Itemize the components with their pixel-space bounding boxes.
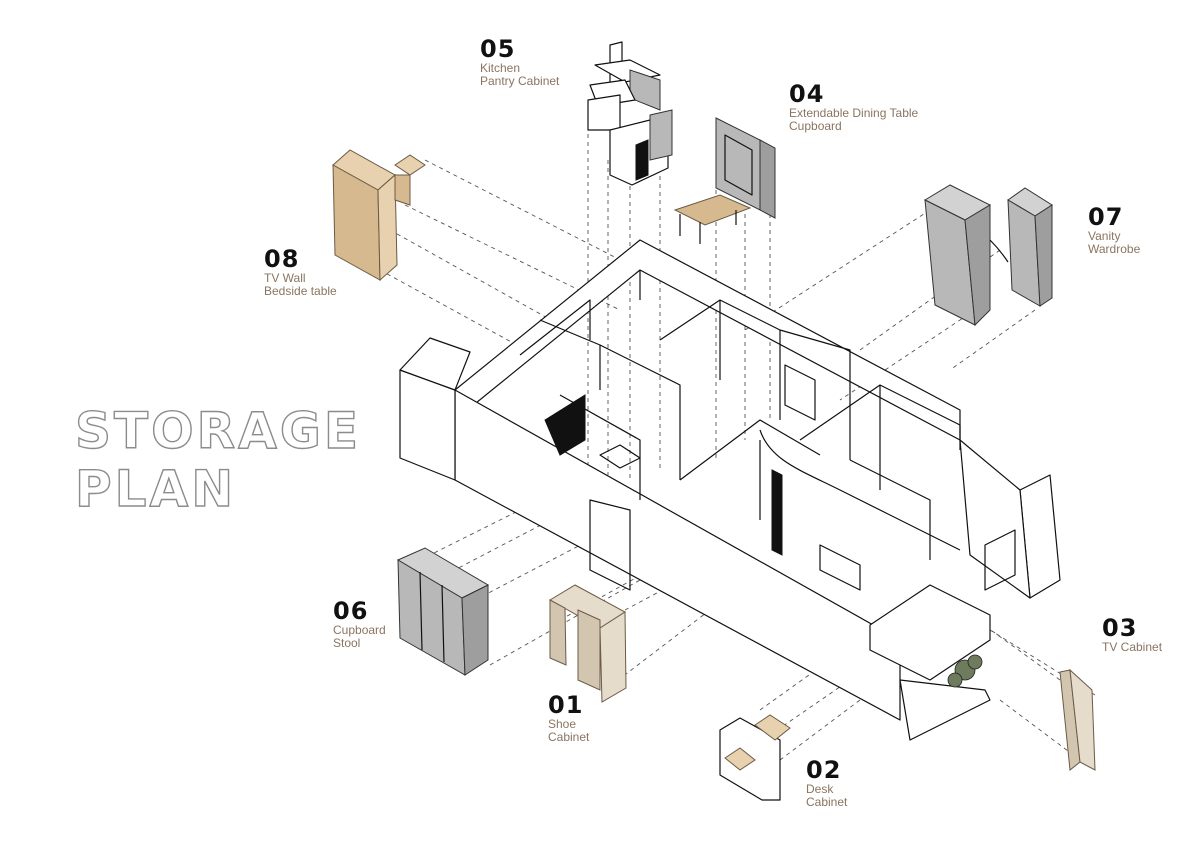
- label-08-tv-wall-bedside-table: 08 TV Wall Bedside table: [264, 246, 337, 298]
- item-number: 04: [789, 80, 825, 108]
- dining-table-cupboard-model: [673, 117, 776, 244]
- item-desc-line: Extendable Dining Table: [789, 106, 919, 120]
- item-number: 06: [333, 597, 369, 625]
- item-number: 05: [480, 35, 516, 63]
- title-line-1: STORAGE: [74, 401, 362, 460]
- item-number: 01: [548, 691, 584, 719]
- tv-cabinet-model: [1059, 668, 1096, 771]
- item-number: 02: [806, 756, 842, 784]
- item-desc-line: Kitchen: [480, 61, 521, 75]
- item-desc-line: Vanity: [1088, 229, 1121, 243]
- item-desc-line: Stool: [333, 636, 361, 650]
- label-05-kitchen-pantry-cabinet: 05 Kitchen Pantry Cabinet: [480, 36, 559, 88]
- item-desc-line: Bedside table: [264, 284, 337, 298]
- vanity-wardrobe-model: [923, 184, 1053, 327]
- label-06-cupboard-stool: 06 Cupboard Stool: [333, 598, 386, 650]
- item-desc-line: Cabinet: [806, 795, 848, 809]
- item-desc-line: TV Wall: [264, 271, 306, 285]
- desk-cabinet-model: [719, 714, 791, 801]
- item-desc-line: Cupboard: [333, 623, 386, 637]
- cupboard-stool-model: [396, 547, 490, 676]
- item-desc-line: Pantry Cabinet: [480, 74, 560, 88]
- label-01-shoe-cabinet: 01 Shoe Cabinet: [548, 692, 589, 744]
- kitchen-pantry-cabinet-model: [587, 41, 673, 186]
- item-number: 07: [1088, 203, 1124, 231]
- item-desc-line: TV Cabinet: [1102, 640, 1163, 654]
- item-desc-line: Shoe: [548, 717, 577, 731]
- title-line-2: PLAN: [74, 459, 237, 518]
- item-desc-line: Wardrobe: [1088, 242, 1141, 256]
- item-desc-line: Cabinet: [548, 730, 590, 744]
- tv-wall-bedside-model: [332, 149, 426, 282]
- item-desc-line: Desk: [806, 782, 834, 796]
- item-desc-line: Cupboard: [789, 119, 842, 133]
- label-02-desk-cabinet: 02 Desk Cabinet: [806, 757, 847, 809]
- item-number: 08: [264, 245, 300, 273]
- label-03-tv-cabinet: 03 TV Cabinet: [1102, 615, 1162, 654]
- label-07-vanity-wardrobe: 07 Vanity Wardrobe: [1088, 204, 1140, 256]
- item-number: 03: [1102, 614, 1138, 642]
- apartment-model: [399, 239, 1061, 741]
- label-04-dining-table-cupboard: 04 Extendable Dining Table Cupboard: [789, 81, 918, 133]
- shoe-cabinet-model: [549, 584, 627, 703]
- storage-plan-title: STORAGE PLAN: [74, 401, 362, 518]
